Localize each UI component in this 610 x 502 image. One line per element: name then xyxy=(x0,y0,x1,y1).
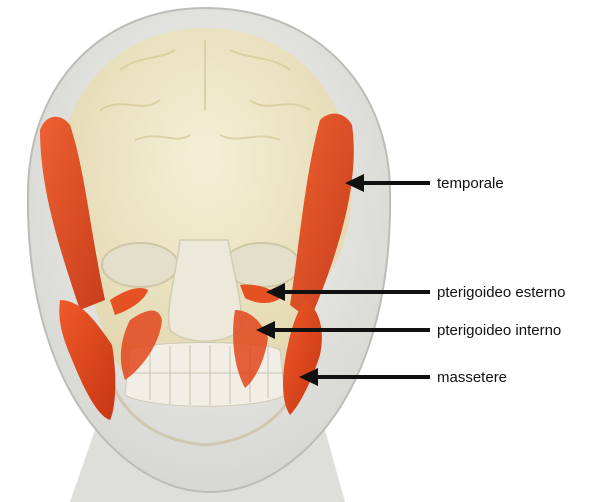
left-orbit xyxy=(102,243,178,287)
label-pterigoideo-interno: pterigoideo interno xyxy=(437,323,561,338)
label-massetere: massetere xyxy=(437,370,507,385)
label-temporale: temporale xyxy=(437,176,504,191)
nose xyxy=(169,240,242,341)
label-pterigoideo-esterno: pterigoideo esterno xyxy=(437,285,565,300)
